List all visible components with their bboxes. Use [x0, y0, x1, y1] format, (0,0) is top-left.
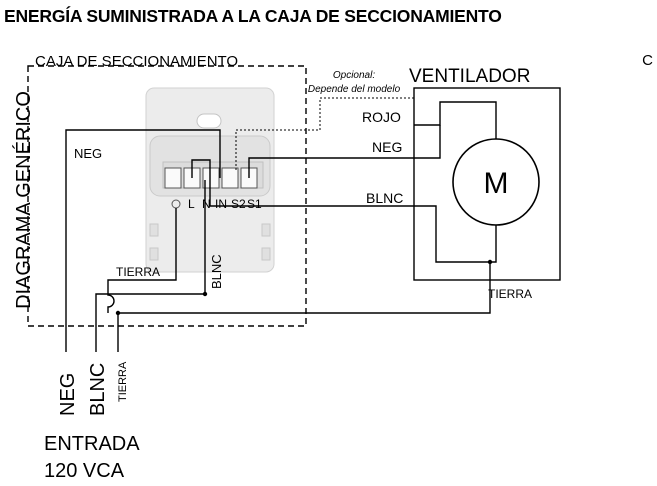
terminal-label: S1 — [247, 197, 262, 211]
input-voltage: 120 VCA — [44, 460, 125, 482]
terminal-label: IN — [215, 197, 227, 211]
terminal-label: L — [188, 197, 195, 211]
junction-box — [27, 65, 307, 327]
fan-ground-label: TIERRA — [488, 287, 532, 301]
input-white-wire — [95, 180, 206, 352]
side-label: C — [642, 52, 653, 69]
optional-note-line1: Opcional: — [333, 70, 375, 81]
input-ground-wire — [117, 262, 491, 352]
vertical-title: DIAGRAMA GENÉRICO — [12, 91, 35, 309]
box-black-label: NEG — [74, 146, 102, 161]
fan-white-wire — [320, 205, 497, 263]
fan-label: VENTILADOR — [409, 66, 530, 87]
switch-ground-wire — [107, 208, 177, 313]
switch-s1-wire — [248, 157, 320, 178]
white-junction-dot — [202, 291, 208, 297]
input-label: ENTRADA — [44, 433, 140, 455]
fan-red-label: ROJO — [362, 109, 401, 125]
motor-label: M — [484, 167, 509, 200]
page-title: ENERGÍA SUMINISTRADA A LA CAJA DE SECCIO… — [4, 6, 502, 26]
input-black-wire — [65, 129, 221, 352]
switch-n-to-fan-white — [191, 159, 320, 207]
terminal-label: S2 — [231, 197, 246, 211]
optional-dotted-wire — [235, 97, 414, 170]
fan-box — [413, 87, 561, 281]
ground-junction-dot — [115, 310, 121, 316]
fan-red-wire — [414, 101, 497, 139]
fan-white-label: BLNC — [366, 190, 403, 206]
box-white-label: BLNC — [209, 254, 224, 289]
input-white-label: BLNC — [87, 363, 109, 416]
fan-black-label: NEG — [372, 139, 402, 155]
input-black-label: NEG — [57, 373, 79, 416]
input-ground-label: TIERRA — [117, 361, 129, 402]
junction-box-label: CAJA DE SECCIONAMIENTO — [35, 53, 238, 70]
box-ground-label: TIERRA — [116, 265, 160, 279]
terminal-label: N — [202, 197, 211, 211]
optional-note-line2: Depende del modelo — [308, 84, 401, 95]
fan-ground-dot — [487, 259, 493, 265]
fan-black-wire — [320, 125, 441, 159]
